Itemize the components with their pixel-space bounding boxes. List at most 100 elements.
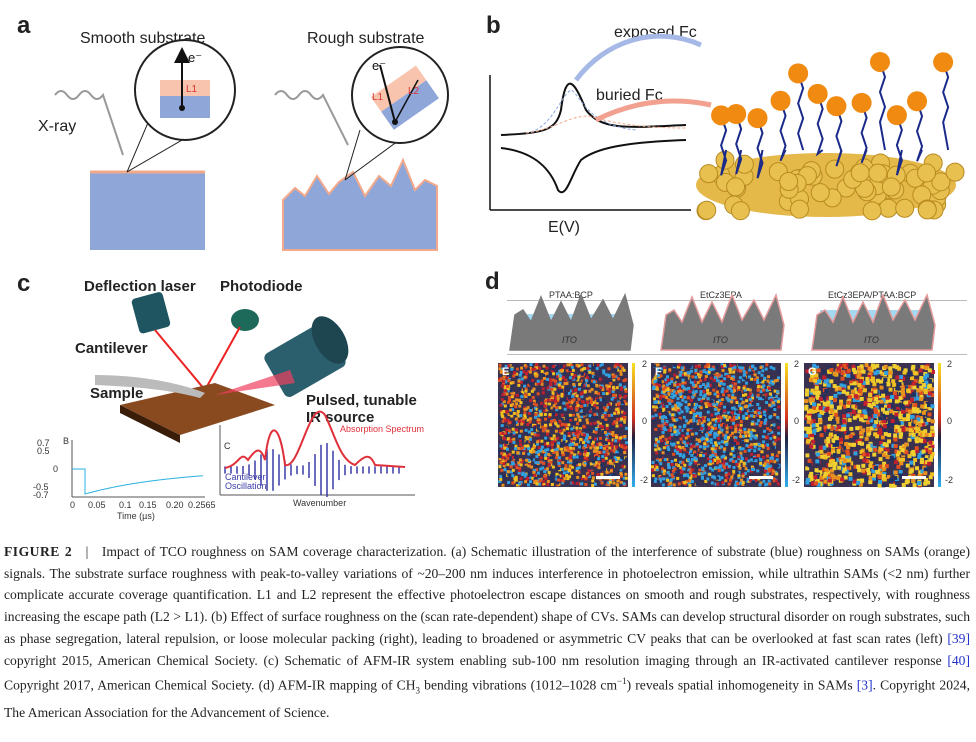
xray-wave-icon [274, 90, 349, 146]
rough-substrate [282, 157, 438, 251]
ferrocene-icon [907, 91, 928, 112]
scheme-title: EtCz3EPA [700, 290, 742, 300]
colorbar-max: 2 [794, 359, 800, 369]
caption-separator: | [85, 544, 89, 559]
ir-source-label-1: Pulsed, tunable [306, 392, 417, 409]
ytick: 0 [53, 464, 59, 474]
caption-superscript: −1 [617, 676, 627, 687]
ito-label: ITO [713, 335, 728, 345]
panel-label-b: b [486, 12, 501, 39]
panel-label-c: c [17, 270, 31, 297]
l1-label: L1 [186, 84, 198, 95]
xtick: 0.05 [88, 500, 106, 510]
photodiode-icon [231, 309, 259, 331]
buried-fc-label: buried Fc [596, 87, 663, 104]
absorption-spectrum-curve [224, 410, 406, 469]
panel-label-a: a [17, 12, 31, 39]
inset-b-plot [71, 440, 205, 498]
ferrocene-icon [886, 105, 907, 126]
colorbar-mid: 0 [947, 416, 953, 426]
deflection-laser-label: Deflection laser [84, 278, 196, 295]
ito-label: ITO [864, 335, 879, 345]
figure-number: FIGURE 2 [4, 544, 73, 559]
ferrocene-icon [807, 83, 828, 104]
rough-substrate-title: Rough substrate [307, 30, 425, 47]
ito-substrate [660, 292, 785, 351]
afm-ir-maps [498, 363, 941, 488]
cantilever-label: Cantilever [75, 340, 148, 357]
scale-bar [749, 476, 773, 479]
xtick: 0.2565 [188, 500, 216, 510]
caption-text: ) reveals spatial inhomogeneity in SAMs [626, 677, 857, 693]
scale-bar [902, 476, 926, 479]
scheme-title: PTAA:BCP [549, 290, 593, 300]
colorbar-min: -2 [792, 475, 801, 485]
xtick: 0.1 [119, 500, 132, 510]
ferrocene-icon [869, 51, 890, 72]
ytick: -0.5 [33, 482, 49, 492]
inset-c-tag: C [224, 441, 231, 451]
oscillation-signal [72, 468, 204, 495]
inset-c-plot [219, 410, 415, 497]
colorbar-max: 2 [947, 359, 953, 369]
xray-label: X-ray [38, 118, 77, 135]
caption-text: bending vibrations (1012–1028 cm [420, 677, 618, 693]
ferrocene-icon [788, 63, 809, 84]
map-tag: F [655, 366, 662, 378]
ytick: 0.7 [37, 438, 50, 448]
inset-b-tag: B [63, 436, 70, 446]
cantilever-oscillation-label-1: Cantilever [225, 472, 266, 482]
inset-c-xlabel: Wavenumber [293, 498, 347, 508]
deflection-laser-icon [131, 292, 171, 334]
ito-substrate [509, 292, 634, 351]
scheme-frame [507, 300, 967, 355]
reference-link[interactable]: [40] [947, 652, 970, 668]
reference-link[interactable]: [39] [947, 630, 970, 646]
ferrocene-icon [851, 92, 872, 113]
colorbar-max: 2 [642, 359, 648, 369]
svg-text:e⁻: e⁻ [372, 58, 386, 73]
photodiode-label: Photodiode [220, 278, 303, 295]
caption-text: . Copyright 2024, The American Associati… [4, 677, 970, 721]
figure-caption: FIGURE 2 | Impact of TCO roughness on SA… [4, 541, 970, 724]
xtick: 0 [70, 500, 76, 510]
ito-substrate [811, 292, 936, 351]
xtick: 0.20 [166, 500, 184, 510]
xray-wave-icon [54, 90, 124, 156]
ito-schemes [509, 292, 936, 351]
smooth-substrate [90, 172, 205, 250]
sample-label: Sample [90, 385, 144, 402]
cantilever-oscillation-label-2: Oscillation [225, 481, 267, 491]
ytick: -0.7 [33, 490, 49, 500]
ferrocene-icon [826, 96, 847, 117]
scale-bar [596, 476, 620, 479]
ferrocene-icon [726, 104, 747, 125]
svg-text:L1: L1 [372, 92, 384, 103]
colorbar [632, 363, 635, 487]
inset-b-xlabel: Time (µs) [117, 511, 155, 521]
cantilever [95, 375, 205, 398]
map-tag: E [502, 366, 510, 378]
caption-text: Copyright 2017, American Chemical Societ… [4, 677, 416, 693]
absorption-spectrum-label: Absorption Spectrum [340, 424, 425, 434]
ferrocene-icon [770, 90, 791, 111]
xtick: 0.15 [139, 500, 157, 510]
colorbar [938, 363, 941, 487]
cv-curve [500, 82, 687, 194]
reference-link[interactable]: [3] [856, 677, 873, 693]
panel-label-d: d [485, 268, 500, 295]
colorbar-mid: 0 [794, 416, 800, 426]
cv-xaxis-label: E(V) [548, 219, 580, 236]
scheme-title: EtCz3EPA/PTAA:BCP [828, 290, 917, 300]
svg-text:L2: L2 [408, 86, 420, 97]
afm-ir-schematic [71, 292, 415, 498]
ferrocene-icon [933, 52, 954, 73]
colorbar-min: -2 [945, 475, 954, 485]
map-tag: G [808, 366, 817, 378]
caption-text: Impact of TCO roughness on SAM coverage … [4, 544, 970, 646]
ito-label: ITO [562, 335, 577, 345]
ferrocene-icon [747, 108, 768, 129]
colorbar-min: -2 [640, 475, 649, 485]
colorbar [785, 363, 788, 487]
